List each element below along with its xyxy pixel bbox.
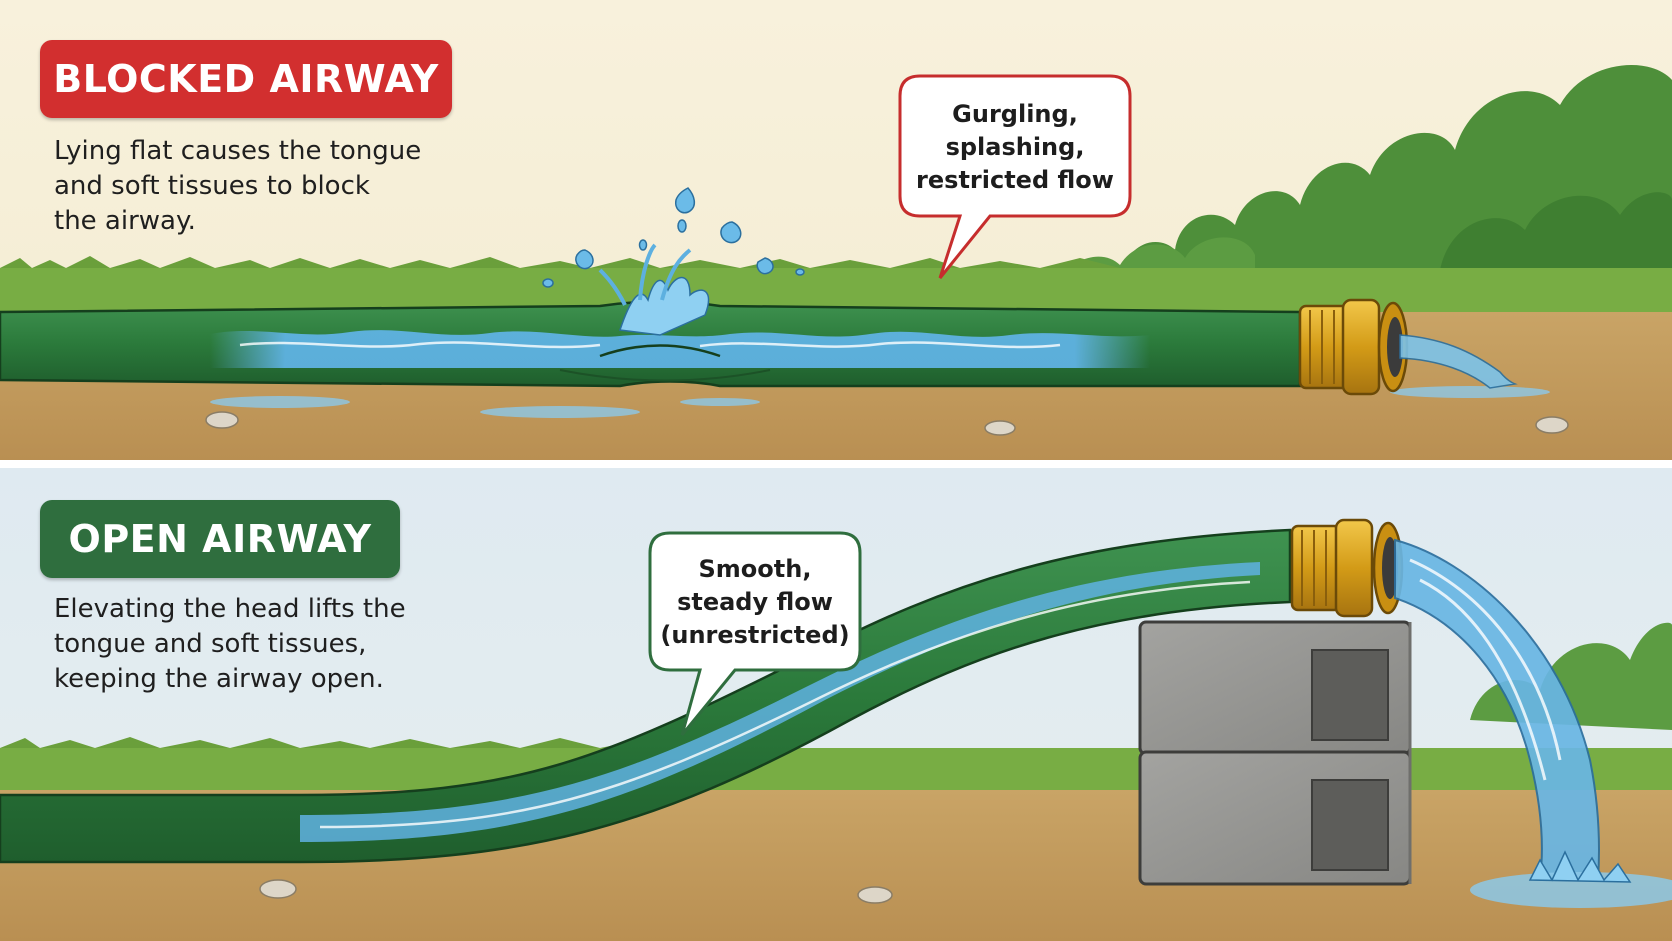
bubble-blocked [898,74,1132,279]
open-airway-description: Elevating the head lifts the tongue and … [54,594,406,694]
blocked-bubble-text: Gurgling, splashing, restricted flow [916,99,1114,194]
open-panel [0,468,1672,941]
brass-coupling-bottom [1290,518,1404,618]
hose-elevated [0,528,1292,864]
strong-outflow [1394,538,1672,908]
open-airway-title: OPEN AIRWAY [40,500,400,578]
blocked-airway-description: Lying flat causes the tongue and soft ti… [54,136,422,236]
cinder-blocks [1138,620,1412,886]
bubble-open [648,531,862,736]
blocked-panel [0,0,1672,460]
weak-outflow [1399,334,1518,389]
puddles [210,386,1550,418]
brass-coupling-top [1298,298,1409,396]
panel-divider [0,460,1672,468]
open-bubble-text: Smooth, steady flow (unrestricted) [660,555,850,649]
hose-flat [0,300,1302,388]
water-splash [542,187,805,336]
blocked-airway-title: BLOCKED AIRWAY [40,40,452,118]
